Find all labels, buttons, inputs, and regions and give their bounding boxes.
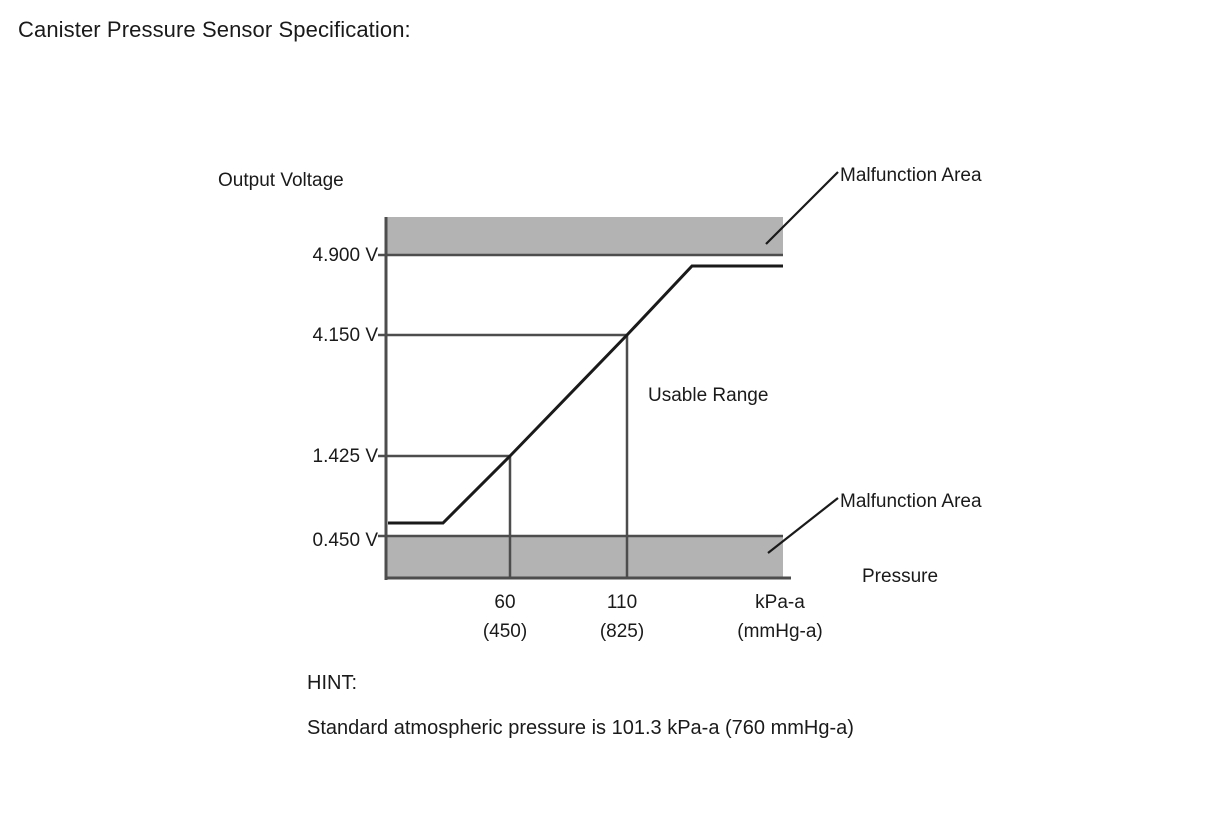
- hint-body: Standard atmospheric pressure is 101.3 k…: [307, 717, 854, 739]
- hint-block: HINT: Standard atmospheric pressure is 1…: [307, 672, 854, 740]
- y-tick-label-4900mv: 4.900 V: [312, 245, 379, 266]
- leader-line-malfunction-bottom: [767, 497, 839, 554]
- page-title: Canister Pressure Sensor Specification:: [18, 17, 411, 42]
- x-axis-unit-label: kPa-a (mmHg-a): [715, 592, 845, 643]
- x-tick-value-60kpa: 60: [494, 592, 516, 613]
- sensor-output-curve: [388, 264, 783, 525]
- x-tick-sub-110kpa: (825): [599, 621, 645, 642]
- x-axis-title: Pressure: [862, 566, 939, 587]
- x-tick-label-110kpa: 110 (825): [557, 592, 687, 643]
- x-tick-value-110kpa: 110: [606, 592, 638, 613]
- malfunction-band-upper: [386, 217, 783, 255]
- malfunction-area-label-bottom: Malfunction Area: [840, 491, 982, 512]
- usable-range-label: Usable Range: [648, 385, 769, 406]
- y-tick-label-1425mv: 1.425 V: [312, 446, 379, 467]
- y-axis-title: Output Voltage: [218, 170, 344, 191]
- y-tick-label-4150mv: 4.150 V: [312, 325, 379, 346]
- hint-heading: HINT:: [307, 672, 357, 694]
- malfunction-area-label-top: Malfunction Area: [840, 165, 982, 186]
- x-tick-label-60kpa: 60 (450): [440, 592, 570, 643]
- y-tick-label-450mv: 0.450 V: [312, 530, 379, 551]
- malfunction-band-lower: [386, 536, 783, 578]
- x-tick-sub-60kpa: (450): [482, 621, 528, 642]
- x-axis-unit-secondary: (mmHg-a): [737, 621, 823, 642]
- leader-line-malfunction-top: [765, 171, 839, 245]
- x-axis-unit-primary: kPa-a: [755, 592, 805, 613]
